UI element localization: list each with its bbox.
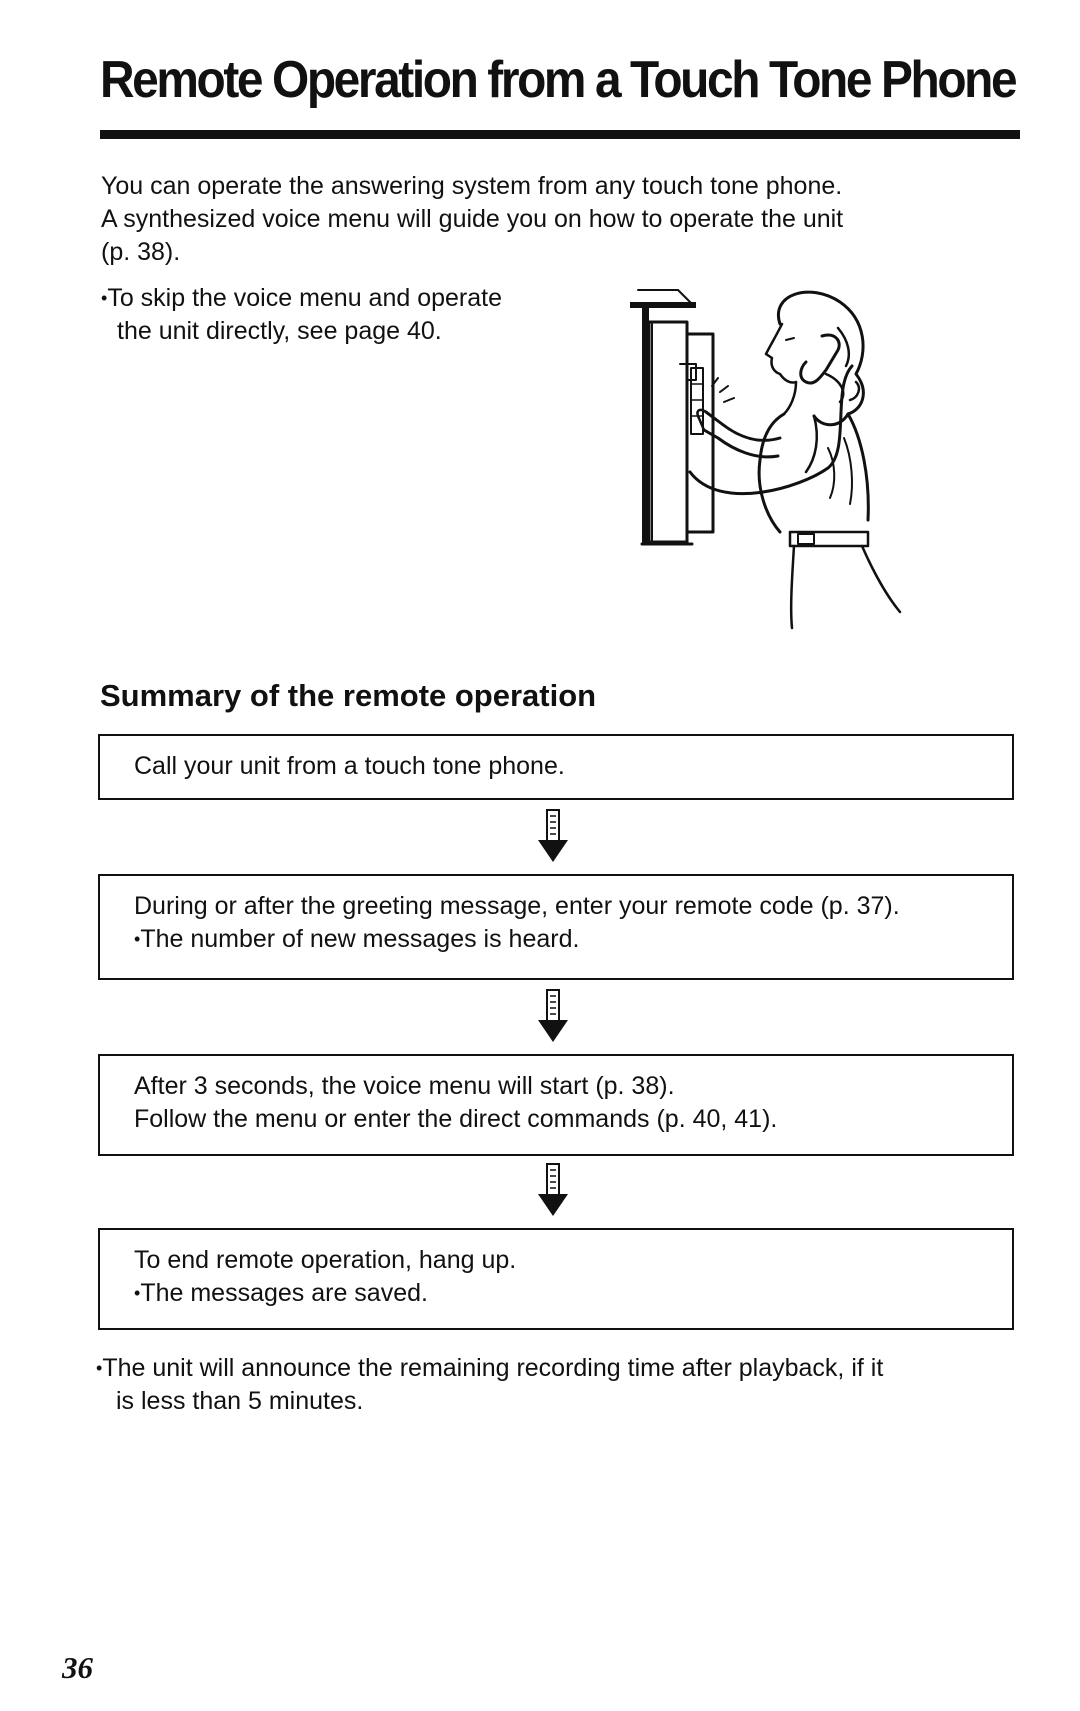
intro-line: You can operate the answering system fro… bbox=[101, 172, 843, 200]
bullet-icon: • bbox=[134, 1283, 141, 1303]
bullet-icon: • bbox=[96, 1358, 103, 1378]
step-box-4: To end remote operation, hang up. •The m… bbox=[98, 1228, 1014, 1330]
step-text: To end remote operation, hang up. bbox=[134, 1246, 517, 1274]
bullet-icon: • bbox=[101, 288, 108, 308]
summary-heading: Summary of the remote operation bbox=[100, 678, 597, 713]
footnote: •The unit will announce the remaining re… bbox=[96, 1352, 1016, 1418]
step-text: Call your unit from a touch tone phone. bbox=[134, 752, 565, 780]
skip-note-line: the unit directly, see page 40. bbox=[117, 317, 442, 345]
skip-voice-menu-note: •To skip the voice menu and operate the … bbox=[101, 282, 581, 348]
skip-note-line: To skip the voice menu and operate bbox=[107, 284, 503, 312]
step-note: The messages are saved. bbox=[140, 1279, 428, 1307]
footnote-line: is less than 5 minutes. bbox=[116, 1387, 364, 1415]
step-box-3: After 3 seconds, the voice menu will sta… bbox=[98, 1054, 1014, 1156]
woman-using-wall-phone-icon bbox=[630, 289, 902, 630]
step-text: After 3 seconds, the voice menu will sta… bbox=[134, 1072, 675, 1100]
step-box-1: Call your unit from a touch tone phone. bbox=[98, 734, 1014, 800]
down-arrow-icon bbox=[538, 1163, 568, 1216]
intro-line: A synthesized voice menu will guide you … bbox=[101, 205, 844, 233]
step-box-2: During or after the greeting message, en… bbox=[98, 874, 1014, 980]
page-title: Remote Operation from a Touch Tone Phone bbox=[100, 51, 1018, 109]
step-text: During or after the greeting message, en… bbox=[134, 892, 900, 920]
bullet-icon: • bbox=[134, 929, 141, 949]
step-note: The number of new messages is heard. bbox=[140, 925, 580, 953]
down-arrow-icon bbox=[538, 989, 568, 1042]
title-underline bbox=[100, 130, 1020, 139]
down-arrow-icon bbox=[538, 809, 568, 862]
intro-line: (p. 38). bbox=[101, 238, 181, 266]
step-text: Follow the menu or enter the direct comm… bbox=[134, 1105, 778, 1133]
footnote-line: The unit will announce the remaining rec… bbox=[102, 1354, 884, 1382]
intro-paragraph: You can operate the answering system fro… bbox=[101, 170, 961, 269]
page-number: 36 bbox=[62, 1650, 93, 1685]
